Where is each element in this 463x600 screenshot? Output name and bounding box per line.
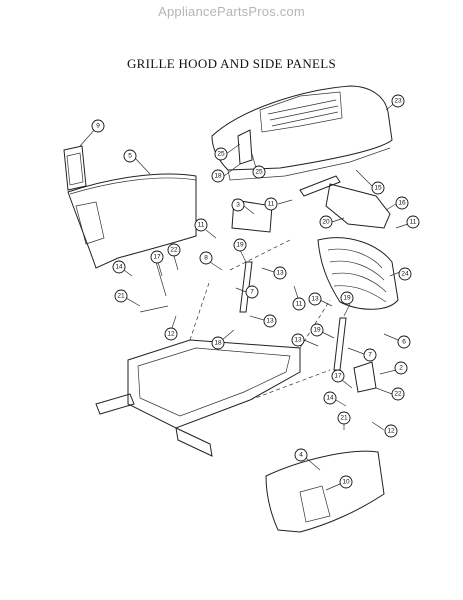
grille-5-part: [67, 173, 197, 269]
side-panel-24-part: [317, 237, 399, 310]
callout-15: 15: [355, 169, 385, 195]
svg-text:2: 2: [399, 365, 403, 372]
svg-text:11: 11: [268, 201, 275, 208]
callout-24: 24: [389, 267, 412, 281]
svg-text:25: 25: [217, 151, 225, 158]
svg-text:24: 24: [401, 271, 409, 278]
callout-2: 2: [379, 361, 408, 375]
svg-text:11: 11: [296, 301, 303, 308]
callout-4: 4: [294, 448, 321, 471]
callout-7b: 7: [347, 347, 377, 362]
callout-12b: 12: [371, 421, 398, 438]
callout-10: 10: [325, 475, 353, 491]
callout-16: 16: [385, 196, 409, 211]
watermark: AppliancePartsPros.com: [158, 4, 305, 19]
svg-text:17: 17: [334, 373, 342, 380]
callout-13a: 13: [261, 266, 287, 280]
svg-text:5: 5: [128, 153, 132, 160]
svg-text:15: 15: [374, 185, 382, 192]
svg-text:12: 12: [167, 331, 175, 338]
svg-text:21: 21: [340, 415, 348, 422]
svg-text:18: 18: [214, 340, 222, 347]
svg-text:10: 10: [342, 479, 350, 486]
callout-6: 6: [383, 333, 411, 349]
svg-text:7: 7: [250, 289, 254, 296]
callout-21b: 21: [337, 411, 351, 430]
callout-11b: 11: [395, 215, 420, 229]
callout-22a: 22: [167, 243, 181, 271]
svg-text:13: 13: [311, 296, 319, 303]
svg-text:13: 13: [294, 337, 302, 344]
svg-text:18: 18: [214, 173, 222, 180]
frame-part: [95, 239, 331, 457]
svg-text:17: 17: [153, 254, 161, 261]
side-panel-4-part: [265, 450, 385, 533]
callout-12a: 12: [164, 315, 178, 341]
callout-21a: 21: [114, 289, 141, 307]
callout-8: 8: [199, 251, 223, 271]
callout-17a: 17: [150, 250, 164, 277]
svg-text:22: 22: [394, 391, 402, 398]
svg-text:11: 11: [198, 222, 205, 229]
svg-text:12: 12: [387, 428, 395, 435]
callout-18b: 18: [211, 329, 235, 350]
svg-text:6: 6: [402, 339, 406, 346]
svg-text:11: 11: [410, 219, 417, 226]
callout-13c: 13: [249, 314, 277, 328]
svg-text:7: 7: [368, 352, 372, 359]
hood-part: [211, 85, 393, 181]
svg-text:14: 14: [115, 264, 123, 271]
callout-11c: 11: [194, 218, 217, 239]
callout-19c: 19: [310, 323, 335, 339]
svg-text:9: 9: [96, 123, 100, 130]
callout-14a: 14: [112, 260, 133, 277]
svg-text:13: 13: [266, 318, 274, 325]
side-panel-16-part: [325, 183, 391, 229]
callout-18a: 18: [211, 163, 241, 183]
callout-25a: 25: [214, 143, 241, 161]
callout-13d: 13: [291, 333, 319, 347]
svg-text:14: 14: [326, 395, 334, 402]
callout-5: 5: [123, 149, 151, 175]
svg-text:13: 13: [276, 270, 284, 277]
callout-17b: 17: [331, 369, 353, 389]
svg-text:25: 25: [255, 169, 263, 176]
callout-9: 9: [79, 119, 105, 147]
callout-14b: 14: [323, 391, 347, 407]
svg-text:19: 19: [313, 327, 321, 334]
svg-text:19: 19: [236, 242, 244, 249]
svg-text:16: 16: [398, 200, 406, 207]
svg-text:8: 8: [204, 255, 208, 262]
callout-19a: 19: [233, 238, 247, 263]
callout-13b: 13: [308, 292, 333, 307]
svg-text:22: 22: [170, 247, 178, 254]
svg-text:20: 20: [322, 219, 330, 226]
callout-19b: 19: [340, 291, 354, 317]
callout-3: 3: [231, 198, 255, 215]
diagram-title: GRILLE HOOD AND SIDE PANELS: [126, 56, 337, 71]
callout-20: 20: [319, 215, 345, 229]
callout-7a: 7: [235, 285, 259, 299]
svg-text:21: 21: [117, 293, 125, 300]
callout-11a: 11: [264, 197, 293, 211]
callout-25b: 25: [251, 153, 266, 179]
callout-23: 23: [385, 94, 405, 111]
svg-text:4: 4: [299, 452, 303, 459]
svg-text:3: 3: [236, 202, 240, 209]
callout-11d: 11: [292, 285, 306, 311]
panel-9-part: [63, 145, 87, 191]
svg-text:19: 19: [343, 295, 351, 302]
svg-text:23: 23: [394, 98, 402, 105]
callout-22b: 22: [375, 387, 405, 401]
